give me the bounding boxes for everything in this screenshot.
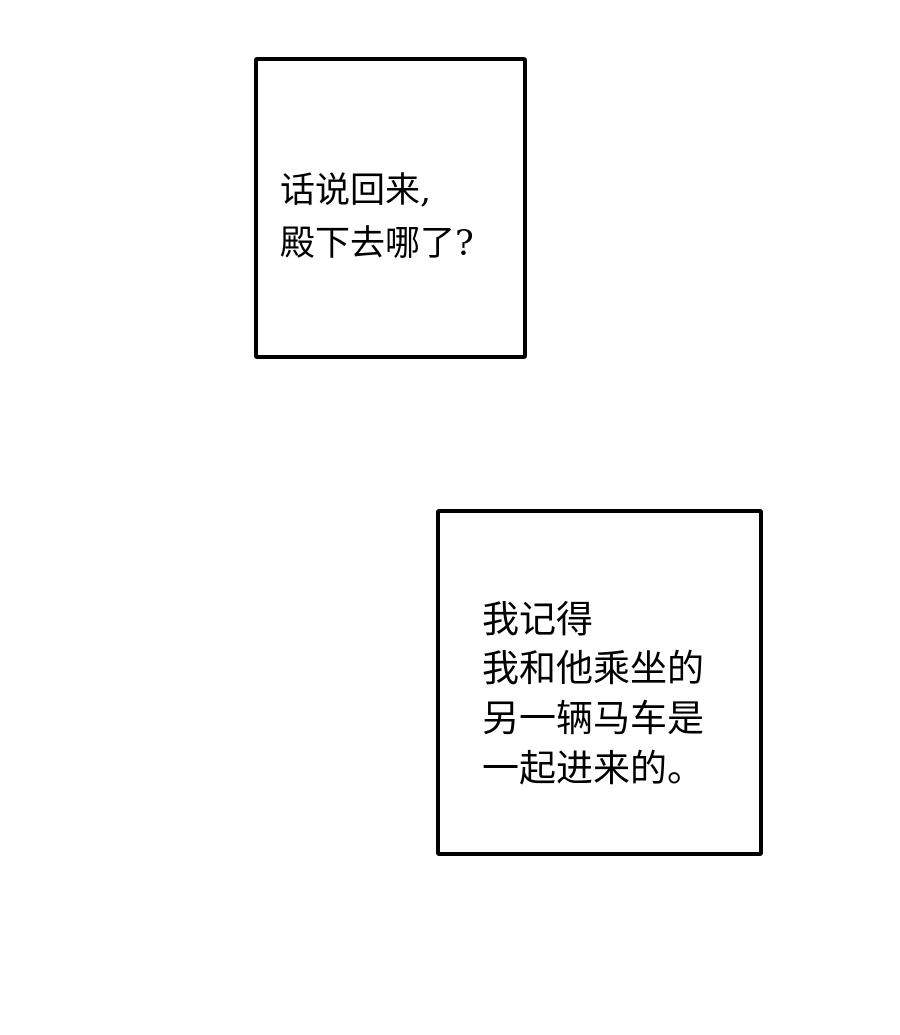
caption-line: 我和他乘坐的 [482, 647, 704, 690]
caption-line: 殿下去哪了? [280, 224, 474, 264]
caption-box-2: 我记得 我和他乘坐的 另一辆马车是 一起进来的。 [436, 509, 763, 856]
caption-line: 一起进来的。 [482, 747, 704, 790]
caption-box-1: 话说回来, 殿下去哪了? [254, 57, 527, 359]
caption-line: 话说回来, [280, 171, 432, 211]
caption-line: 我记得 [482, 598, 593, 641]
caption-line: 另一辆马车是 [482, 697, 704, 740]
